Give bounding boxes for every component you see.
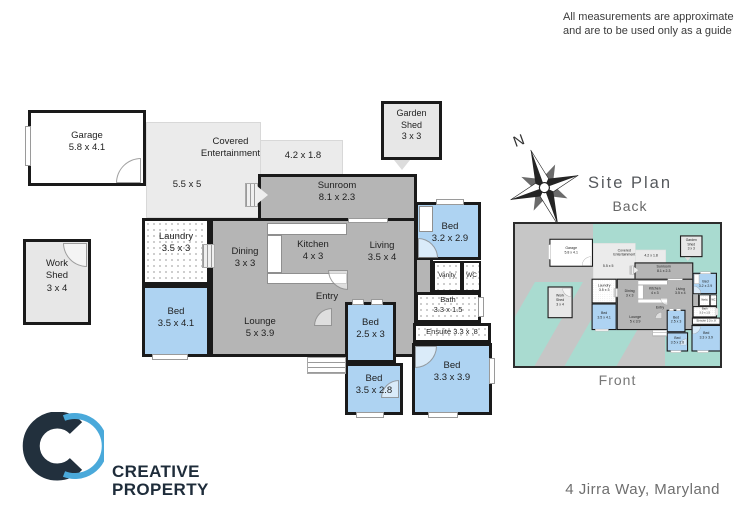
siteplan-title: Site Plan — [587, 174, 673, 192]
property-address: 4 Jirra Way, Maryland — [565, 481, 720, 498]
siteplan-front-label: Front — [598, 372, 637, 388]
room-ensuite — [413, 323, 491, 343]
kitchen-counter-left — [267, 235, 282, 273]
bed-middle-window-1 — [352, 299, 364, 305]
label-covered-dims: 5.5 x 5 — [172, 179, 202, 190]
disclaimer-text: All measurements are approximate and are… — [563, 11, 743, 38]
room-wc — [462, 261, 481, 292]
label-covered-side-dims: 4.2 x 1.8 — [284, 150, 322, 161]
entry-stairs — [307, 357, 346, 374]
company-logo: CREATIVE PROPERTY — [18, 412, 248, 512]
garden-shed-door — [394, 160, 410, 170]
compass-rose-icon: N — [510, 131, 579, 226]
room-bath — [415, 292, 481, 323]
room-covered-entertainment-side — [261, 140, 343, 176]
label-wc: WC — [466, 272, 477, 279]
room-covered-entertainment — [146, 122, 261, 218]
company-logo-text: CREATIVE PROPERTY — [112, 463, 209, 499]
bed-back-window-right — [489, 358, 495, 384]
room-vanity — [433, 261, 462, 292]
label-vanity: Vanity — [438, 272, 456, 279]
living-sunroom-opening — [348, 218, 388, 223]
bed-bottom-window — [356, 412, 384, 418]
compass-north-label: N — [511, 131, 527, 151]
bed-front-closet — [419, 206, 433, 232]
company-name-line2: PROPERTY — [112, 480, 209, 499]
sunroom-entry-arrow — [257, 186, 268, 204]
disclaimer-line1: All measurements are approximate — [563, 11, 734, 23]
room-laundry — [142, 218, 210, 285]
room-garden-shed — [381, 101, 442, 160]
bed-front-window — [436, 199, 464, 205]
label-ensuite: Ensuite 3.3 x .8 — [426, 327, 478, 336]
label-entry: Entry — [315, 291, 339, 302]
bath-window — [478, 297, 484, 317]
kitchen-counter-top — [267, 223, 347, 235]
bed-back-window-bottom — [428, 412, 458, 418]
bed-left-window — [152, 354, 188, 360]
company-name-line1: CREATIVE — [112, 462, 200, 481]
creative-property-logo-icon — [22, 412, 104, 481]
siteplan-back-label: Back — [612, 198, 648, 214]
garage-window — [25, 126, 31, 166]
room-bed-middle — [345, 302, 396, 363]
laundry-door — [202, 244, 215, 268]
bed-middle-window-2 — [371, 299, 383, 305]
disclaimer-line2: and are to be used only as a guide — [563, 24, 732, 37]
room-bed-back — [412, 343, 492, 415]
